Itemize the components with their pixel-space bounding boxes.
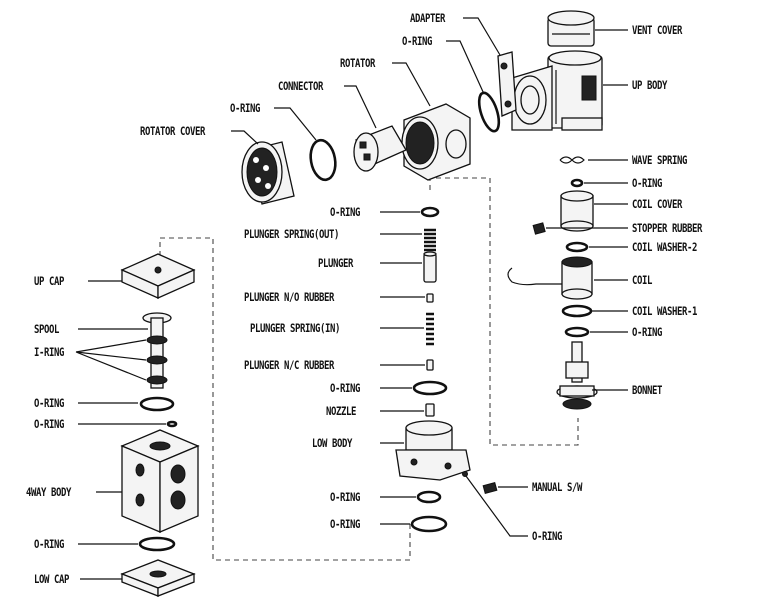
wave-spring-part (559, 156, 585, 164)
label-bonnet: BONNET (632, 384, 662, 397)
label-o-ring-nozzle: O-RING (330, 382, 360, 395)
plunger-spring-out-part (424, 228, 436, 252)
label-nozzle: NOZZLE (326, 405, 356, 418)
o-ring-4way-bottom-part (138, 536, 176, 552)
label-adapter: ADAPTER (410, 12, 446, 25)
label-o-ring-4way-bottom: O-RING (34, 538, 64, 551)
o-ring-low-1-part (416, 490, 442, 504)
label-plunger-spring-in: PLUNGER SPRING(IN) (250, 322, 340, 335)
label-o-ring-low-2: O-RING (330, 518, 360, 531)
label-i-ring: I-RING (34, 346, 64, 359)
label-rotator-cover: ROTATOR COVER (140, 125, 206, 138)
o-ring-low-2-part (410, 515, 448, 533)
four-way-body-part (120, 429, 200, 533)
o-ring-adapter-part (477, 91, 501, 133)
label-plunger: PLUNGER (318, 257, 354, 270)
assembly-path-left (159, 237, 411, 561)
leader-o-ring-connector (274, 107, 317, 141)
label-rotator: ROTATOR (340, 57, 376, 70)
assembly-path-right (429, 177, 579, 446)
vent-cover-part (547, 10, 595, 47)
label-plunger-no-rubber: PLUNGER N/O RUBBER (244, 291, 335, 304)
label-coil: COIL (632, 274, 652, 287)
label-low-body: LOW BODY (312, 437, 353, 450)
label-wave-spring: WAVE SPRING (632, 154, 687, 167)
label-o-ring-low-1: O-RING (330, 491, 360, 504)
nozzle-part (425, 403, 435, 417)
coil-washer-1-part (561, 304, 593, 318)
label-o-ring-coil-top: O-RING (632, 177, 662, 190)
label-o-ring-adapter: O-RING (402, 35, 432, 48)
coil-cover-part (560, 190, 594, 232)
leader-o-ring-manual (465, 475, 528, 537)
label-o-ring-connector: O-RING (230, 102, 260, 115)
leader-adapter (463, 17, 501, 56)
label-spool: SPOOL (34, 323, 59, 336)
plunger-nc-rubber-part (426, 359, 434, 371)
leader-rotator (392, 62, 431, 107)
coil-part (507, 256, 593, 300)
label-o-ring-spool-2: O-RING (34, 418, 64, 431)
label-o-ring-bonnet: O-RING (632, 326, 662, 339)
bonnet-part (556, 341, 598, 410)
label-coil-washer-2: COIL WASHER-2 (632, 241, 697, 254)
adapter-part (497, 51, 517, 117)
manual-sw-part (462, 471, 498, 495)
o-ring-spool-2-part (166, 420, 178, 428)
label-manual-sw: MANUAL S/W (532, 481, 583, 494)
o-ring-spool-1-part (139, 396, 175, 412)
connector-part (353, 125, 407, 172)
plunger-part (423, 251, 437, 283)
label-plunger-spring-out: PLUNGER SPRING(OUT) (244, 228, 339, 241)
leader-o-ring-adapter (446, 40, 485, 95)
stopper-rubber-part (532, 222, 546, 235)
leader-i-ring (75, 339, 147, 381)
spool-part (142, 312, 172, 389)
leader-rotator-cover (231, 130, 259, 145)
leader-connector (344, 85, 377, 129)
label-up-body: UP BODY (632, 79, 668, 92)
label-o-ring-manual: O-RING (532, 530, 562, 543)
o-ring-connector-part (309, 138, 337, 182)
label-connector: CONNECTOR (278, 80, 324, 93)
o-ring-plunger-top-part (420, 206, 440, 218)
low-cap-part (120, 559, 196, 597)
o-ring-nozzle-part (412, 380, 448, 396)
low-body-part (395, 420, 471, 481)
rotator-part (401, 103, 471, 181)
plunger-no-rubber-part (426, 293, 434, 303)
o-ring-bonnet-part (564, 326, 590, 338)
label-stopper-rubber: STOPPER RUBBER (632, 222, 703, 235)
up-body-part (511, 50, 603, 131)
rotator-cover-part (241, 141, 295, 205)
label-up-cap: UP CAP (34, 275, 64, 288)
label-low-cap: LOW CAP (34, 573, 69, 586)
coil-washer-2-part (565, 241, 589, 253)
label-coil-cover: COIL COVER (632, 198, 683, 211)
label-four-way-body: 4WAY BODY (26, 486, 72, 499)
label-o-ring-plunger-top: O-RING (330, 206, 360, 219)
label-plunger-nc-rubber: PLUNGER N/C RUBBER (244, 359, 335, 372)
o-ring-coil-top-part (570, 178, 584, 188)
plunger-spring-in-part (426, 312, 434, 346)
up-cap-part (120, 253, 196, 300)
label-vent-cover: VENT COVER (632, 24, 683, 37)
label-o-ring-spool-1: O-RING (34, 397, 64, 410)
label-coil-washer-1: COIL WASHER-1 (632, 305, 697, 318)
